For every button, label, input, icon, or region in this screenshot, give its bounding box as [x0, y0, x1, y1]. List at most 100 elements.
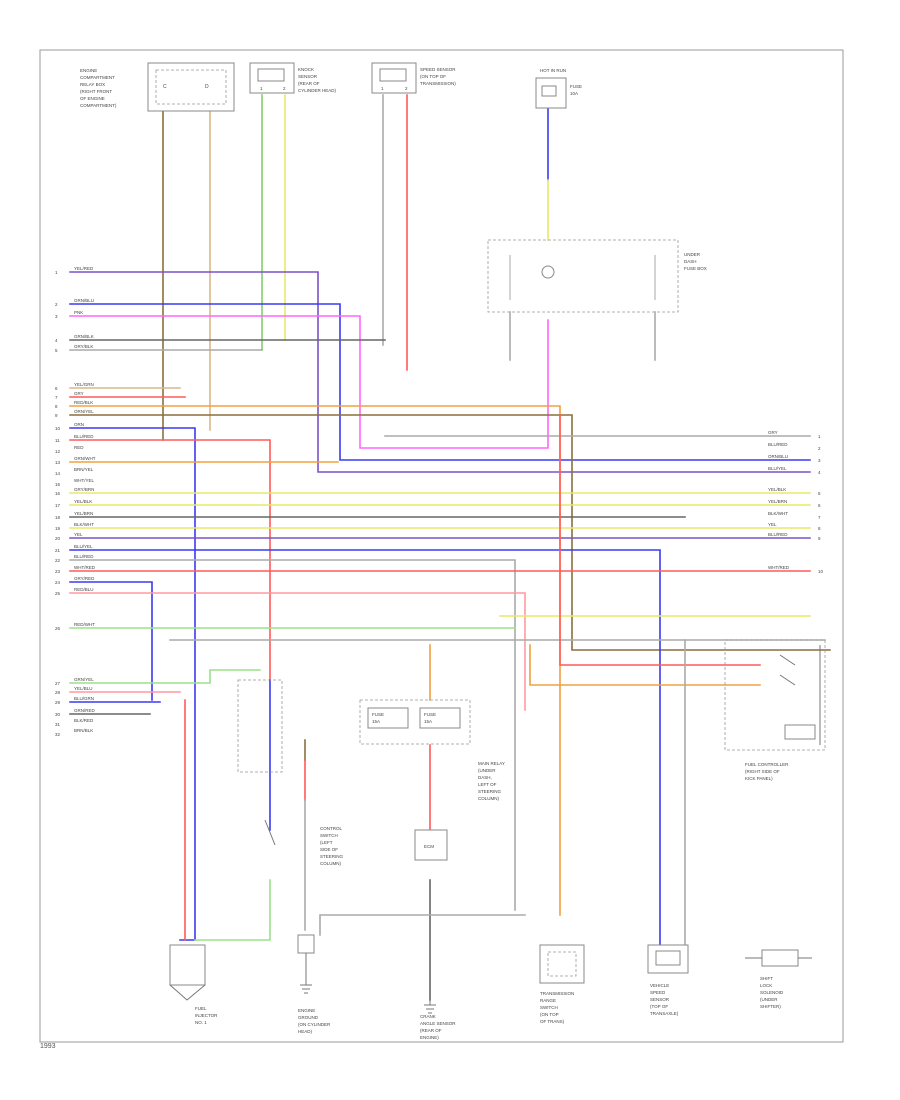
- right-connector-pin-4: 4: [818, 470, 821, 475]
- wire-orange-row27[interactable]: [529, 644, 761, 686]
- top-right-fuse[interactable]: [535, 77, 567, 109]
- left-connector-wire-label: GRN/WHT: [74, 456, 96, 461]
- svg-text:KICK PANEL): KICK PANEL): [745, 776, 773, 781]
- right-connector-wire-label: YEL/BRN: [768, 499, 787, 504]
- fuse-box-right-label: UNDER DASH FUSE BOX: [684, 252, 707, 271]
- right-connector-pin-10: 10: [818, 569, 824, 574]
- control-switch[interactable]: [237, 679, 283, 846]
- right-connector-wire-label: BLK/WHT: [768, 511, 788, 516]
- svg-text:2: 2: [283, 86, 286, 91]
- speed-sensor[interactable]: 1 2: [371, 62, 417, 94]
- svg-text:(ON TOP: (ON TOP: [540, 1012, 559, 1017]
- svg-text:COMPARTMENT: COMPARTMENT: [80, 75, 115, 80]
- wire-red-row11[interactable]: [69, 439, 271, 681]
- left-connector-pin-9: 9: [55, 413, 58, 418]
- right-connector-wire-label: GRY: [768, 430, 778, 435]
- svg-text:FUEL: FUEL: [195, 1006, 207, 1011]
- svg-text:(ON TOP OF: (ON TOP OF: [420, 74, 446, 79]
- left-connector-wire-label: GRN/BLU: [74, 298, 94, 303]
- right-connector-wire-label: WHT/RED: [768, 565, 790, 570]
- left-connector-wire-label: ORN/YEL: [74, 409, 94, 414]
- svg-text:RANGE: RANGE: [540, 998, 556, 1003]
- top-right-fuse-label: HOT IN RUN FUSE 10A: [540, 68, 582, 96]
- svg-text:ECM: ECM: [424, 844, 434, 849]
- transmission-range-switch-label: TRANSMISSION RANGE SWITCH (ON TOP OF TRA…: [540, 991, 574, 1024]
- right-connector-pin-3: 3: [818, 458, 821, 463]
- wire-blue-row19[interactable]: [69, 549, 661, 946]
- wire-green-control[interactable]: [194, 879, 271, 941]
- fuse-box-right[interactable]: [487, 239, 679, 313]
- left-connector-pin-24: 24: [55, 580, 61, 585]
- top-module[interactable]: C D: [147, 62, 235, 112]
- svg-text:GROUND: GROUND: [298, 1015, 319, 1020]
- svg-text:SENSOR: SENSOR: [650, 997, 670, 1002]
- wire-gray-row20[interactable]: [69, 559, 516, 911]
- left-connector-pin-30: 30: [55, 712, 61, 717]
- shift-lock-solenoid[interactable]: [745, 949, 812, 967]
- left-connector-wire-label: GRN/BLK: [74, 334, 94, 339]
- svg-text:CRANK: CRANK: [420, 1014, 436, 1019]
- wire-green-row29[interactable]: [69, 669, 261, 684]
- svg-text:CYLINDER HEAD): CYLINDER HEAD): [298, 88, 337, 93]
- wire-orange-row8[interactable]: [69, 405, 561, 916]
- left-connector-wire-label: GRN/RED: [74, 708, 96, 713]
- wire-pink-row23[interactable]: [69, 592, 526, 711]
- left-connector: 1YEL/RED2GRN/BLU3PNK4GRN/BLK5GRY/BLK6YEL…: [55, 266, 96, 737]
- crank-angle-sensor[interactable]: [424, 1000, 436, 1014]
- main-relay-label: MAIN RELAY (UNDER DASH, LEFT OF STEERING…: [478, 761, 505, 801]
- wire-brown-row9[interactable]: [69, 414, 831, 651]
- vehicle-speed-sensor-label: VEHICLE SPEED SENSOR (TOP OF TRANSAXLE): [650, 983, 679, 1016]
- control-switch-label: CONTROL SWITCH (LEFT SIDE OF STEERING CO…: [320, 826, 344, 866]
- svg-text:UNDER: UNDER: [684, 252, 701, 257]
- svg-text:(REAR OF: (REAR OF: [298, 81, 320, 86]
- svg-text:DASH: DASH: [684, 259, 697, 264]
- right-connector-pin-9: 9: [818, 536, 821, 541]
- center-fuse-block[interactable]: FUSE 15A FUSE 15A: [359, 699, 471, 745]
- wire-gray-ground-link[interactable]: [319, 914, 526, 936]
- wire-blue-row10[interactable]: [69, 427, 196, 941]
- wire-red-row28[interactable]: [559, 414, 761, 666]
- fuel-injector-label: FUEL INJECTOR NO. 1: [195, 1006, 218, 1025]
- svg-text:RELAY BOX: RELAY BOX: [80, 82, 105, 87]
- wire-purple-row1[interactable]: [69, 271, 811, 473]
- right-connector-pin-2: 2: [818, 446, 821, 451]
- left-connector-pin-7: 7: [55, 395, 58, 400]
- left-connector-pin-32: 32: [55, 732, 61, 737]
- top-module-pin-c: C: [163, 84, 167, 90]
- ecm-module[interactable]: ECM: [414, 829, 448, 861]
- wire-blue-row2[interactable]: [69, 303, 811, 461]
- knock-sensor[interactable]: 1 2: [249, 62, 295, 94]
- svg-text:LEFT OF: LEFT OF: [478, 782, 497, 787]
- fuel-controller[interactable]: [724, 639, 826, 751]
- left-connector-wire-label: PNK: [74, 310, 83, 315]
- left-connector-wire-label: YEL/RED: [74, 266, 94, 271]
- wire-blue-row22[interactable]: [69, 581, 153, 701]
- engine-ground-label: ENGINE GROUND (ON CYLINDER HEAD): [298, 1008, 331, 1034]
- left-connector-wire-label: YEL: [74, 532, 83, 537]
- left-connector-wire-label: YEL/BLK: [74, 499, 92, 504]
- left-connector-pin-5: 5: [55, 348, 58, 353]
- left-connector-pin-26: 26: [55, 626, 61, 631]
- engine-ground[interactable]: [297, 934, 315, 994]
- right-connector: GRY1BLU/RED2ORN/BLU3BLU/YEL4YEL/BLK5YEL/…: [768, 430, 824, 574]
- left-connector-wire-label: BLK/WHT: [74, 522, 94, 527]
- svg-text:ENGINE: ENGINE: [298, 1008, 315, 1013]
- svg-text:(UNDER: (UNDER: [478, 768, 496, 773]
- crank-angle-sensor-label: CRANK ANGLE SENSOR (REAR OF ENGINE): [420, 1014, 456, 1040]
- svg-text:VEHICLE: VEHICLE: [650, 983, 669, 988]
- left-connector-pin-28: 28: [55, 690, 61, 695]
- right-connector-pin-1: 1: [818, 434, 821, 439]
- vehicle-speed-sensor[interactable]: [647, 944, 689, 974]
- transmission-range-switch[interactable]: [539, 944, 585, 984]
- left-connector-pin-10: 10: [55, 426, 61, 431]
- fuel-injector[interactable]: [169, 944, 206, 1001]
- left-connector-pin-16: 16: [55, 491, 61, 496]
- svg-text:SENSOR: SENSOR: [298, 74, 318, 79]
- right-connector-wire-label: BLU/RED: [768, 442, 788, 447]
- svg-text:(TOP OF: (TOP OF: [650, 1004, 668, 1009]
- left-connector-pin-29: 29: [55, 700, 61, 705]
- left-connector-wire-label: WHT/RED: [74, 565, 96, 570]
- svg-text:(RIGHT FRONT: (RIGHT FRONT: [80, 89, 112, 94]
- svg-text:15A: 15A: [372, 719, 380, 724]
